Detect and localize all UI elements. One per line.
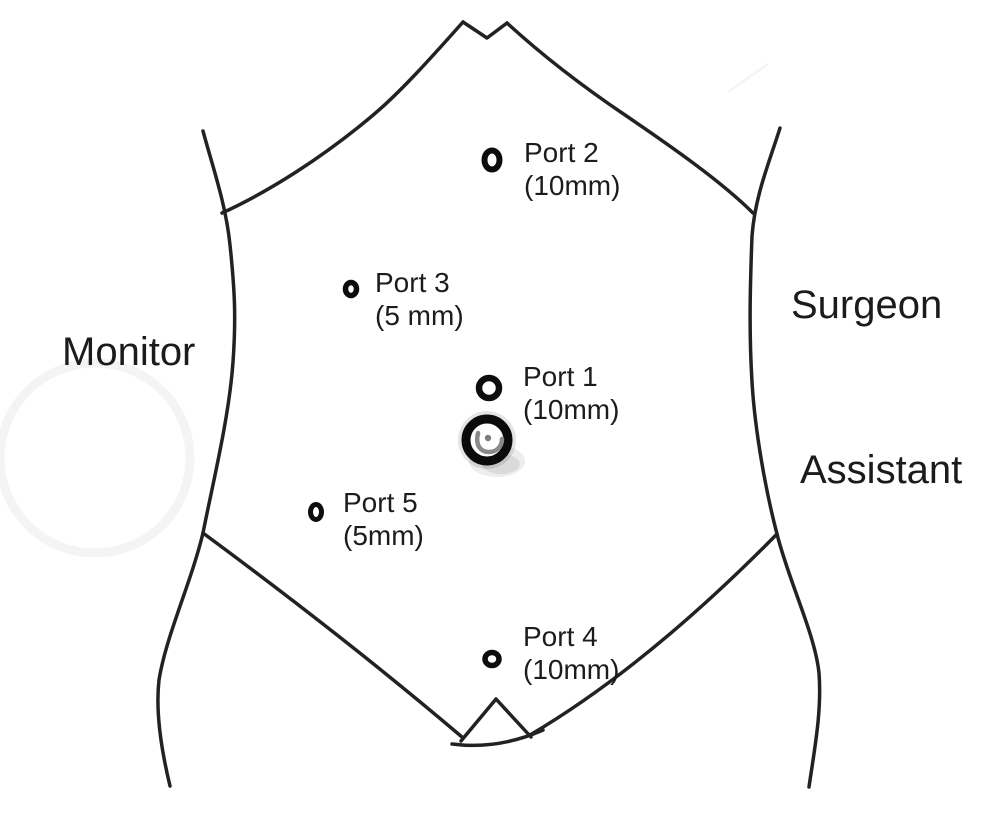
torso-right-side-line <box>748 126 822 789</box>
port-5-marker <box>308 502 324 522</box>
pubic-base-curve <box>450 728 545 748</box>
port-3-size: (5 mm) <box>375 300 464 331</box>
umbilicus-center-dot <box>484 434 492 442</box>
surgeon-label: Surgeon <box>791 283 943 327</box>
neck-notch-line <box>461 20 509 40</box>
umbilicus-inner-fold <box>475 430 505 455</box>
port-2-size: (10mm) <box>524 170 621 201</box>
port-1-marker <box>475 374 503 402</box>
port-2-label: Port 2 (10mm) <box>524 136 620 202</box>
right-inguinal-line <box>528 532 779 737</box>
assistant-label: Assistant <box>800 448 963 492</box>
monitor-label: Monitor <box>62 330 196 374</box>
port-4-label: Port 4 (10mm) <box>523 620 619 686</box>
port-3-label: Port 3 (5 mm) <box>375 266 464 332</box>
torso-left-side-line <box>156 129 237 788</box>
left-shoulder-line <box>220 20 465 215</box>
port-5-name: Port 5 <box>343 487 418 518</box>
port-1-name: Port 1 <box>523 361 598 392</box>
port-4-marker <box>482 649 502 669</box>
scan-artifact-ghost-circle <box>0 358 195 558</box>
port-5-label: Port 5 (5mm) <box>343 486 424 552</box>
left-inguinal-line <box>201 531 464 739</box>
port-2-name: Port 2 <box>524 137 599 168</box>
port-5-size: (5mm) <box>343 520 424 551</box>
port-1-size: (10mm) <box>523 394 620 425</box>
port-4-size: (10mm) <box>523 654 620 685</box>
port-3-name: Port 3 <box>375 267 450 298</box>
scan-artifact-mark <box>727 62 769 94</box>
port-3-marker <box>342 279 360 299</box>
port-1-label: Port 1 (10mm) <box>523 360 619 426</box>
umbilicus <box>458 411 525 477</box>
right-shoulder-line <box>505 21 755 215</box>
port-2-marker <box>481 147 503 173</box>
port-4-name: Port 4 <box>523 621 598 652</box>
pubic-triangle-mark <box>459 697 533 743</box>
